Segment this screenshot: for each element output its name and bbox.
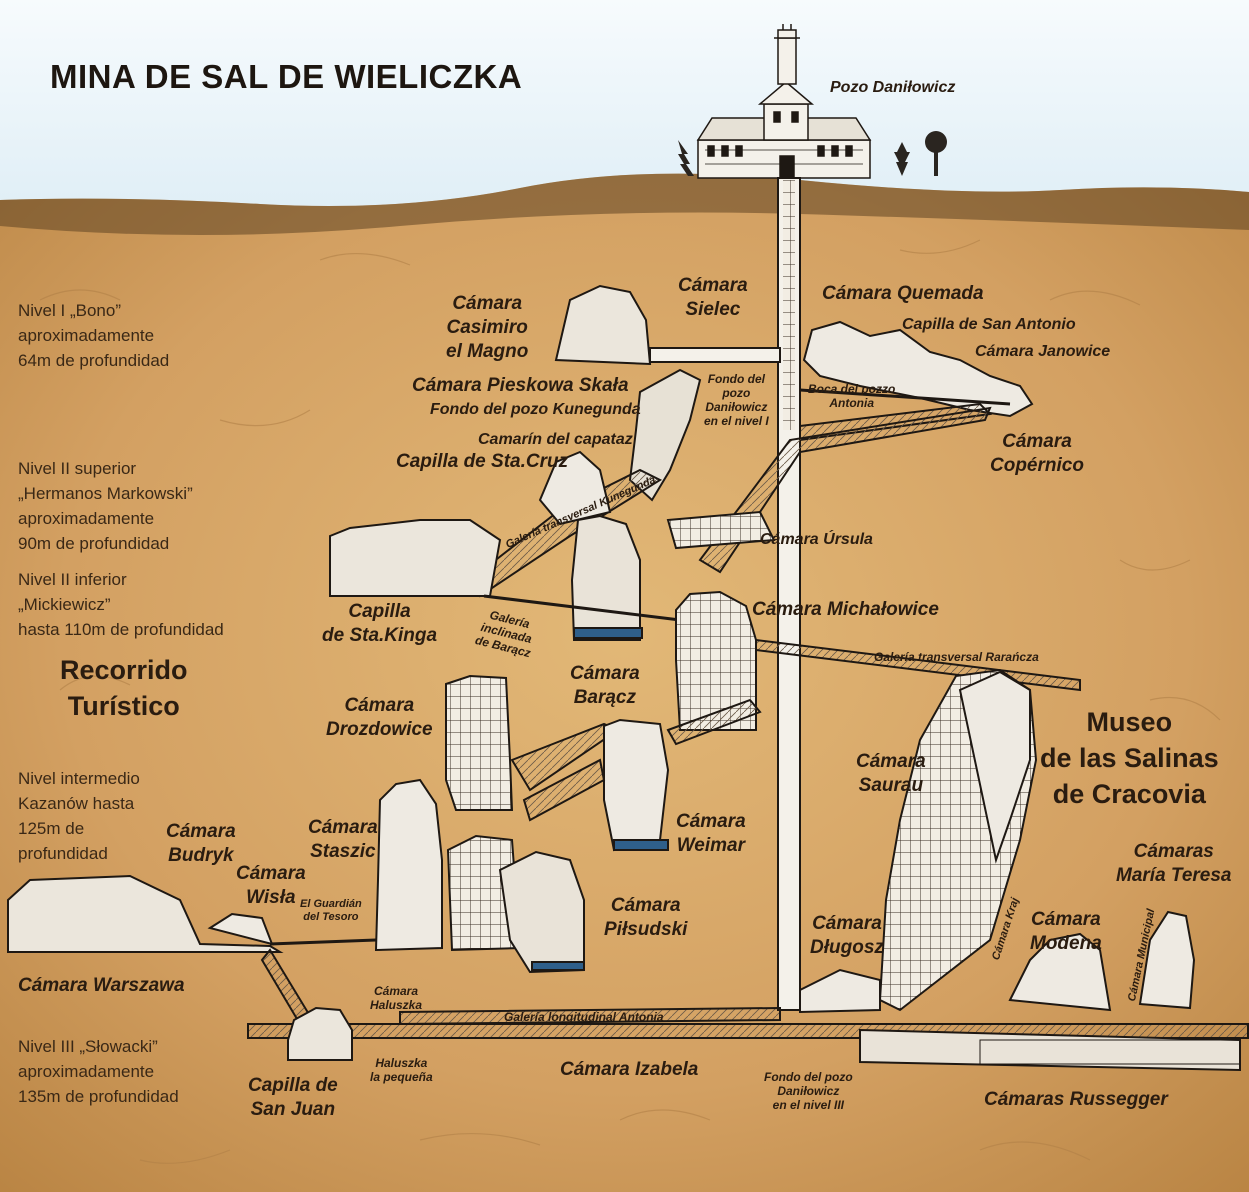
pozo-danilowicz-label: Pozo Daniłowicz — [830, 79, 956, 96]
level-2-sup-label: Nivel II superior„Hermanos Markowski”apr… — [18, 459, 193, 553]
level-2-inf-label: Nivel II inferior„Mickiewicz”hasta 110m … — [18, 570, 224, 639]
label-san-antonio: Capilla de San Antonio — [902, 316, 1076, 333]
level-3-galleries — [247, 948, 1249, 1072]
label-janowice: Cámara Janowice — [975, 343, 1111, 360]
surface-building — [696, 24, 872, 179]
level-2-inferior-caverns — [445, 674, 762, 852]
label-galeria-rarancza: Galería transversal Rarańcza — [874, 650, 1039, 664]
label-kunegunda-fondo: Fondo del pozo Kunegunda — [430, 401, 641, 418]
trees — [678, 131, 947, 176]
label-galeria-antonia: Galería longitudinal Antonia — [504, 1010, 664, 1024]
label-camarin: Camarín del capataz — [478, 431, 633, 448]
label-pieskowa: Cámara Pieskowa Skała — [412, 375, 629, 396]
ground-surface — [0, 173, 1249, 235]
saurau-museum-caverns — [799, 668, 1196, 1014]
label-russegger: Cámaras Russegger — [984, 1089, 1168, 1110]
label-ursula: Cámara Úrsula — [760, 531, 873, 548]
label-quemada: Cámara Quemada — [822, 283, 984, 304]
level-2-galleries — [329, 406, 1081, 731]
intermediate-caverns — [7, 778, 585, 974]
label-izabela: Cámara Izabela — [560, 1059, 699, 1080]
ground-texture — [39, 239, 1221, 1164]
label-warszawa: Cámara Warszawa — [18, 975, 185, 996]
russegger-band — [979, 1039, 1241, 1065]
danilowicz-shaft — [777, 177, 801, 1011]
level-1-caverns — [554, 284, 1034, 502]
label-michalowice: Cámara Michałowice — [752, 599, 939, 620]
label-sta-cruz: Capilla de Sta.Cruz — [396, 451, 569, 472]
map-title: MINA DE SAL DE WIELICZKA — [50, 58, 523, 95]
